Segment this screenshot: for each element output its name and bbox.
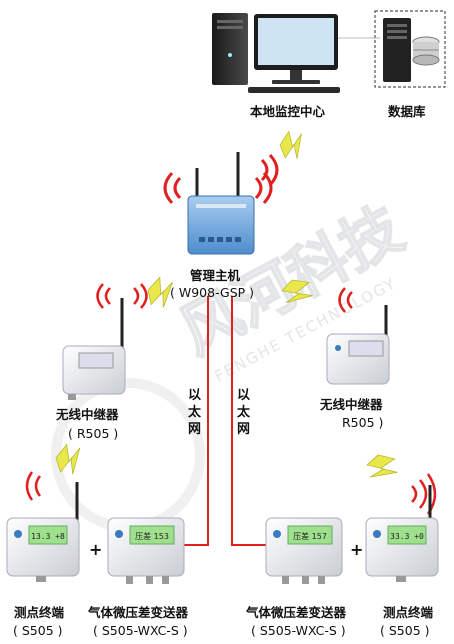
pressure-left-model-label: ( S505-WXC-S ) [93, 623, 188, 638]
pressure-right-name-label: 气体微压差变送器 [246, 605, 347, 620]
terminal-right-name-label: 测点终端 [383, 605, 434, 620]
pressure-left-icon: 压差 153 [107, 517, 185, 584]
pressure-left-screen: 压差 153 [135, 531, 169, 541]
repeater-left-model-label: ( R505 ) [68, 426, 119, 441]
pressure-right-icon: 压差 157 [265, 517, 343, 584]
repeater-left-name-label: 无线中继器 [56, 407, 119, 422]
ethernet-left-char-1: 以 [188, 388, 202, 403]
ethernet-right-char-1: 以 [237, 388, 251, 403]
computer-icon [212, 13, 340, 93]
host-model-label: ( W908-GSP ) [170, 285, 255, 300]
ethernet-right-char-3: 网 [237, 422, 251, 437]
management-host-icon [187, 152, 255, 255]
database-label: 数据库 [388, 104, 426, 119]
terminal-right-screen: 33.3 +0 [390, 532, 424, 541]
ethernet-left-char-2: 太 [188, 405, 202, 420]
terminal-right-icon: 33.3 +0 [365, 473, 439, 582]
terminal-right-model-label: ( S505 ) [380, 623, 430, 638]
host-name-label: 管理主机 [190, 268, 241, 283]
repeater-right-icon [326, 287, 390, 385]
repeater-right-name-label: 无线中继器 [320, 397, 383, 412]
repeater-left-icon [62, 283, 148, 400]
monitor-center-label: 本地监控中心 [250, 104, 326, 119]
terminal-left-model-label: ( S505 ) [13, 623, 63, 638]
ethernet-right-char-2: 太 [237, 405, 251, 420]
ethernet-links [182, 296, 268, 546]
plus-right: + [350, 540, 364, 559]
pressure-left-name-label: 气体微压差变送器 [88, 605, 189, 620]
host-signal-arcs [163, 153, 279, 205]
terminal-left-name-label: 测点终端 [14, 605, 65, 620]
plus-left: + [89, 540, 103, 559]
terminal-left-icon: 13.3 +8 [6, 471, 80, 582]
pressure-right-screen: 压差 157 [293, 531, 327, 541]
terminal-left-screen: 13.3 +8 [31, 532, 65, 541]
ethernet-left-char-3: 网 [188, 422, 202, 437]
database-server-icon [374, 10, 446, 88]
repeater-right-model-label: R505 ) [342, 415, 384, 430]
pressure-right-model-label: ( S505-WXC-S ) [251, 623, 346, 638]
